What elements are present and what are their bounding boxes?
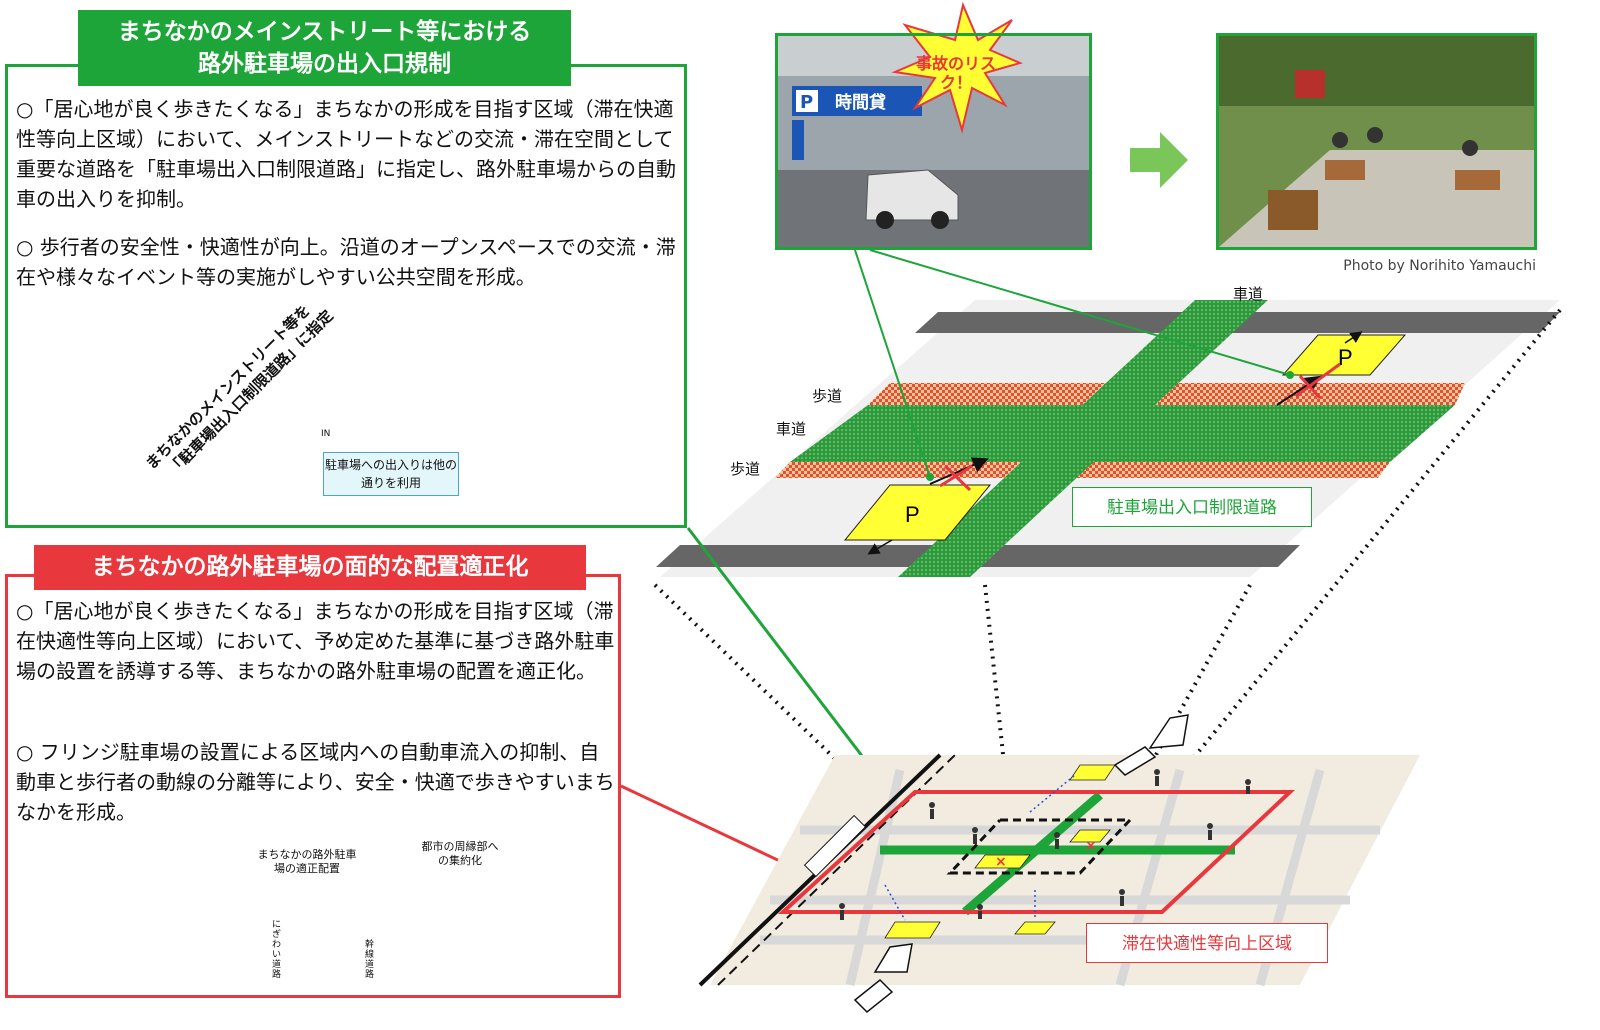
- section-placement-title: まちなかの路外駐車場の面的な配置適正化: [34, 545, 586, 590]
- section-exit-regulation-title: まちなかのメインストリート等における 路外駐車場の出入口規制: [78, 10, 571, 86]
- street-map-upper: P P: [656, 300, 1560, 577]
- section1-paragraph-1: ○「居心地が良く歩きたくなる」まちなかの形成を目指す区域（滞在快適性等向上区域）…: [16, 97, 676, 211]
- accident-risk-label: 事故のリスク！: [915, 54, 996, 92]
- photo-after: [1216, 33, 1537, 250]
- label-roadway-mid: 車道: [776, 420, 807, 438]
- car-icons: [853, 714, 1189, 1014]
- svg-text:×: ×: [1085, 838, 1097, 854]
- svg-text:×: ×: [995, 854, 1007, 870]
- section1-paragraph-2: ○ 歩行者の安全性・快適性が向上。沿道のオープンスペースでの交流・滞在や様々なイ…: [16, 235, 676, 289]
- mini-road-label-2: 幹線道路: [365, 940, 375, 980]
- rotated-label-line-2: 「駐車場出入口制限道路」に指定: [165, 307, 337, 479]
- photo-after-content: [1219, 36, 1534, 247]
- title-line-2: 路外駐車場の出入口規制: [198, 51, 451, 77]
- parking-lot-lower: P: [843, 457, 992, 555]
- label-roadway-top: 車道: [1233, 285, 1264, 303]
- title-line-1: まちなかのメインストリート等における: [117, 19, 532, 45]
- svg-text:P: P: [905, 502, 920, 527]
- svg-text:IN: IN: [321, 429, 330, 439]
- mini-diagram-2-caption: 都市の周縁部への集約化: [421, 840, 499, 867]
- pedestrian-icons: [839, 769, 1251, 920]
- parking-sign-text: 時間貸: [835, 92, 886, 113]
- mini-diagram-1-caption: まちなかの路外駐車場の適正配置: [257, 848, 357, 875]
- svg-text:まちなかのメインストリート等を 「駐車場出入口制限道: まちなかのメインストリート等を 「駐車場出入口制限道路」に指定: [142, 293, 336, 487]
- mini-road-label-1: にぎわい道路: [272, 920, 282, 980]
- parking-lot-upper: P: [1276, 331, 1407, 406]
- fringe-parkings: [884, 764, 1116, 939]
- section2-paragraph-2: ○ フリンジ駐車場の設置による区域内への自動車流入の抑制、自動車と歩行者の動線の…: [16, 740, 615, 824]
- photo-credit: Photo by Norihito Yamauchi: [1343, 258, 1536, 274]
- svg-text:P: P: [1338, 345, 1353, 370]
- label-comfort-zone: 滞在快適性等向上区域: [1086, 923, 1328, 963]
- rotated-label-line-1: まちなかのメインストリート等を: [142, 301, 314, 473]
- photo-before: [775, 33, 1092, 250]
- label-restricted-road: 駐車場出入口制限道路: [1072, 487, 1312, 527]
- label-sidewalk-2: 歩道: [730, 460, 761, 478]
- photo-before-content: P 時間貸: [778, 1, 1089, 247]
- section-placement-optimization: [5, 574, 621, 998]
- parking-access-note: 駐車場への出入りは他の通りを利用: [323, 452, 459, 496]
- label-sidewalk-1: 歩道: [812, 387, 843, 405]
- svg-text:P: P: [800, 92, 813, 113]
- before-after-arrow-icon: [1130, 132, 1188, 188]
- section2-paragraph-1: ○「居心地が良く歩きたくなる」まちなかの形成を目指す区域（滞在快適性等向上区域）…: [16, 599, 615, 683]
